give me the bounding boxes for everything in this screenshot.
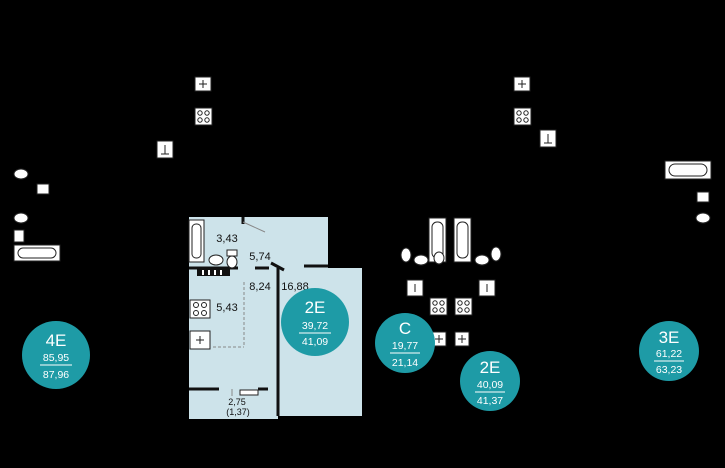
apartment-code: 4E [46, 331, 67, 350]
room-area: 16,88 [281, 281, 309, 293]
total-area: 87,96 [43, 369, 69, 381]
stove-icon [194, 107, 213, 126]
toilet-icon [696, 191, 710, 203]
stove-icon [189, 299, 211, 319]
apartment-badge-4e[interactable]: 4E 85,95 87,96 [22, 321, 90, 389]
outlet-icon [513, 76, 531, 92]
neighbour-fixtures [13, 76, 712, 347]
bathtub-icon [428, 217, 447, 263]
apartment-code: 2E [480, 358, 501, 377]
bathtub-icon [13, 244, 61, 262]
balcony-door-icon [239, 389, 259, 396]
total-area: 41,37 [477, 395, 503, 407]
apartment-badge-c[interactable]: С 19,77 21,14 [375, 313, 435, 373]
total-area: 41,09 [302, 336, 328, 348]
sink-icon [156, 140, 174, 159]
selected-apartment[interactable]: 3,43 5,74 8,24 16,88 5,43 2,75 (1,37) [188, 217, 362, 419]
apartment-badge-2e[interactable]: 2E 40,09 41,37 [460, 351, 520, 411]
apartment-code: 3E [659, 328, 680, 347]
toilet-icon [13, 229, 25, 243]
apartment-code: 2E [305, 298, 326, 317]
living-area: 39,72 [302, 320, 328, 332]
bathtub-icon [664, 160, 712, 180]
living-area: 40,09 [477, 379, 503, 391]
stove-icon [429, 297, 448, 316]
kitchen-sink-icon [189, 330, 211, 350]
living-area: 19,77 [392, 340, 418, 352]
living-area: 61,22 [656, 348, 682, 360]
apartment-badge-3e[interactable]: 3E 61,22 63,23 [639, 321, 699, 381]
toilet-icon [490, 246, 502, 262]
outlet-icon [454, 331, 470, 347]
apartment-code: С [399, 319, 411, 338]
toilet-icon [400, 247, 412, 263]
sink-icon [13, 168, 29, 180]
sink-icon [413, 254, 429, 266]
outlet-icon [194, 76, 212, 92]
hallway-area: 5,74 [249, 251, 270, 263]
sink-icon [406, 279, 424, 297]
bathtub-icon [453, 217, 472, 263]
total-area: 63,23 [656, 364, 682, 376]
interior-partitions [213, 221, 266, 396]
stove-icon [513, 107, 532, 126]
living-area: 85,95 [43, 352, 69, 364]
radiator-icon [197, 268, 230, 276]
balcony-area: 2,75 [228, 397, 246, 407]
toilet-icon [226, 249, 238, 269]
bathroom-area: 3,43 [216, 233, 237, 245]
sink-icon [539, 129, 557, 148]
kitchen-area: 5,43 [216, 302, 237, 314]
total-area: 21,14 [392, 357, 418, 369]
toilet-icon [36, 183, 50, 195]
balcony-area-reduced: (1,37) [226, 407, 250, 417]
apartment-badge-2e-selected[interactable]: 2E 39,72 41,09 [281, 288, 349, 356]
sink-icon [13, 212, 29, 224]
sink-icon [478, 279, 496, 297]
toilet-icon [433, 251, 445, 265]
stove-icon [454, 297, 473, 316]
bathtub-icon [188, 219, 205, 263]
sink-icon [695, 212, 711, 224]
sink-icon [474, 254, 490, 266]
sink-icon [208, 254, 224, 266]
corridor-area: 8,24 [249, 281, 270, 293]
